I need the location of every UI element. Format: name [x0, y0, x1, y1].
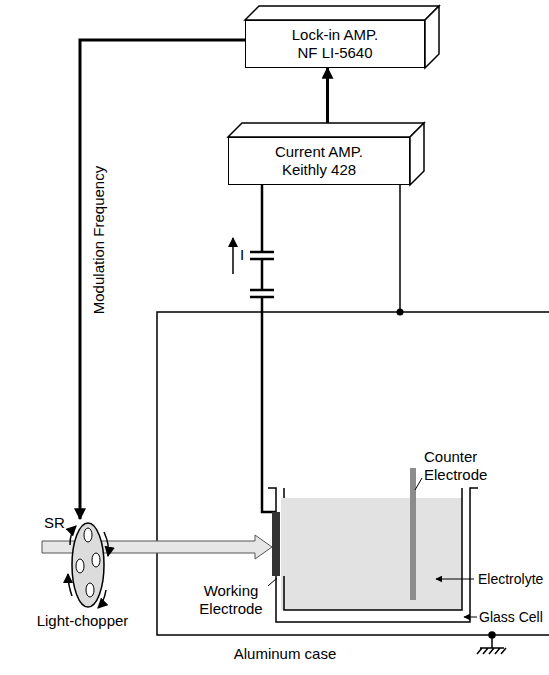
part-label: Aluminum case [200, 645, 370, 663]
box-text: Current AMP. Keithly 428 [267, 143, 371, 179]
leader-line [268, 478, 477, 617]
part-label: Counter Electrode [424, 448, 504, 484]
part-label: Working Electrode [192, 582, 270, 618]
aluminum-case [157, 312, 549, 635]
instrument-box: Lock-in AMP. NF LI-5640 [245, 20, 425, 68]
box-side-face [410, 123, 424, 185]
glass-cell [268, 488, 478, 622]
current-label: I [240, 246, 252, 264]
beam-label: SR [44, 514, 74, 532]
box-side-face [425, 6, 439, 68]
ground-symbol [477, 632, 506, 654]
box-top-face [245, 6, 439, 20]
signal-arrow [326, 68, 329, 123]
box-top-face [228, 123, 424, 137]
light-chopper [68, 523, 109, 608]
signal-wire [250, 183, 276, 512]
electrolyte [281, 498, 462, 610]
box-text: Lock-in AMP. NF LI-5640 [283, 26, 387, 62]
part-label: Light-chopper [20, 612, 145, 630]
current-arrow [232, 238, 234, 274]
ground-wire [397, 183, 404, 316]
part-label: Electrolyte [478, 570, 546, 588]
counter-electrode [410, 468, 416, 600]
signal-label: Modulation Frequency [90, 160, 108, 320]
modulation-line [80, 40, 245, 519]
working-electrode [272, 512, 280, 576]
part-label: Glass Cell [479, 608, 545, 626]
instrument-box: Current AMP. Keithly 428 [228, 137, 410, 185]
